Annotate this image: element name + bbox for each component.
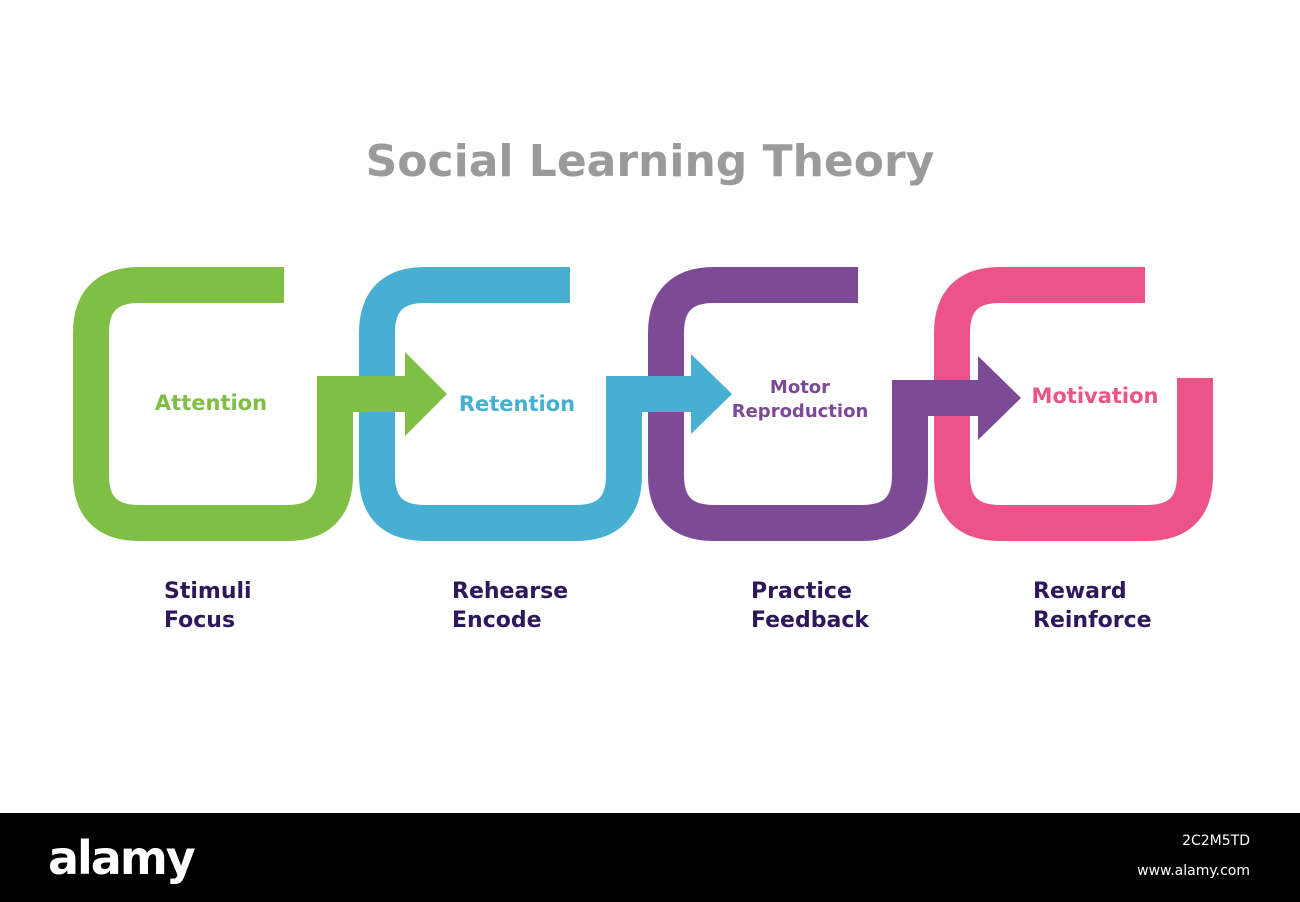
watermark-footer: alamy 2C2M5TD www.alamy.com xyxy=(0,813,1300,902)
stage-label-line: Attention xyxy=(154,391,268,415)
description-line: Reinforce xyxy=(1033,608,1152,633)
stage-label-line: Retention xyxy=(458,392,576,416)
stage-label-motivation: Motivation xyxy=(1015,384,1175,408)
stage-label-line: Motivation xyxy=(1031,384,1159,408)
stage-1-loop xyxy=(73,267,405,541)
stage-1-arrow-head xyxy=(405,352,447,436)
stage-3-description: Practice Feedback xyxy=(751,577,869,635)
stage-2-loop xyxy=(359,267,691,541)
watermark-url: www.alamy.com xyxy=(1137,863,1250,879)
description-line: Feedback xyxy=(751,608,869,633)
description-line: Rehearse xyxy=(452,579,569,604)
watermark-logo: alamy xyxy=(48,831,196,885)
stage-2-arrow-head xyxy=(691,354,732,434)
stage-3-loop xyxy=(648,267,978,541)
description-line: Focus xyxy=(164,608,236,633)
stage-3-arrow-head xyxy=(978,356,1021,440)
stage-1-description: Stimuli Focus xyxy=(164,577,252,635)
description-line: Reward xyxy=(1033,579,1127,604)
diagram-title: Social Learning Theory xyxy=(365,136,935,187)
stage-4-loop xyxy=(934,267,1213,541)
description-line: Encode xyxy=(452,608,542,633)
stage-label-retention: Retention xyxy=(437,392,597,416)
stage-label-line: Reproduction xyxy=(731,401,869,422)
description-line: Practice xyxy=(751,579,852,604)
stage-label-motor-reproduction: Motor Reproduction xyxy=(715,376,885,424)
stage-4-description: Reward Reinforce xyxy=(1033,577,1152,635)
stage-label-line: Motor xyxy=(769,377,831,398)
watermark-image-id: 2C2M5TD xyxy=(1182,833,1250,849)
stage-2-description: Rehearse Encode xyxy=(452,577,568,635)
stage-label-attention: Attention xyxy=(131,391,291,415)
description-line: Stimuli xyxy=(164,579,252,604)
